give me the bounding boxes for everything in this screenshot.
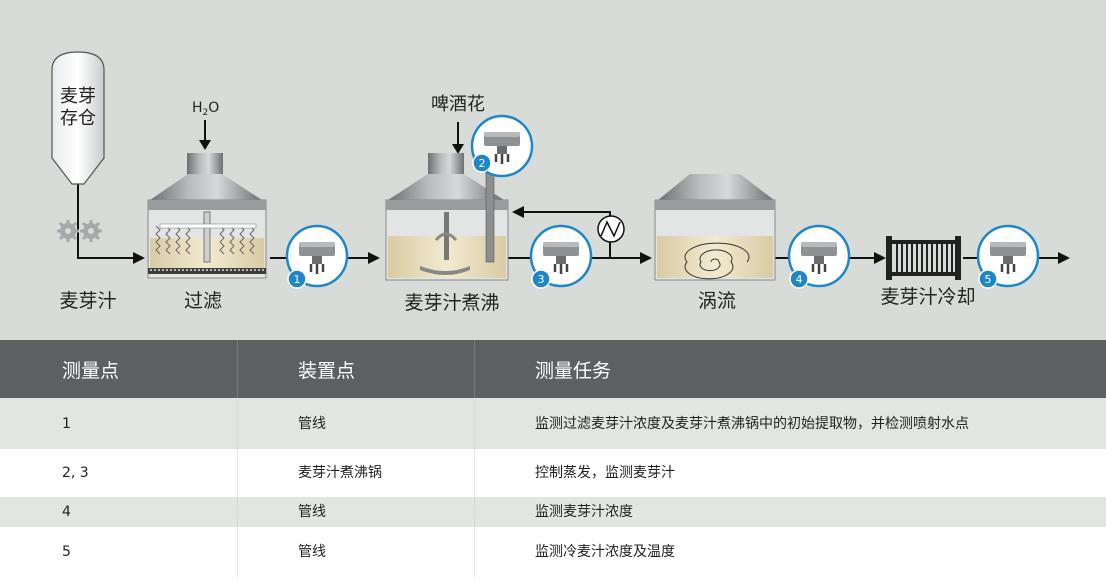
- row-task: 控制蒸发，监测麦芽汁: [474, 449, 1106, 497]
- whirlpool-label: 涡流: [698, 290, 736, 312]
- malt-silo: [51, 51, 105, 185]
- header-measurement-task: 测量任务: [474, 340, 1106, 398]
- row-point: 4: [62, 504, 71, 520]
- lauter-tun-vessel: [147, 153, 267, 279]
- wort-cooler: [886, 236, 961, 280]
- sensor-1: 1: [285, 224, 349, 289]
- sensor-3: 3: [529, 224, 593, 289]
- cooling-label: 麦芽汁冷却: [880, 286, 975, 308]
- filtration-label: 过滤: [184, 290, 222, 312]
- row-point: 1: [62, 415, 71, 432]
- row-location: 管线: [237, 398, 474, 449]
- sensor-4-number: 4: [796, 273, 803, 286]
- row-task: 监测冷麦汁浓度及温度: [474, 527, 1106, 577]
- whirlpool-vessel: [654, 174, 776, 281]
- row-location: 管线: [237, 527, 474, 577]
- sensor-2-badge: [472, 153, 492, 173]
- row-task: 监测麦芽汁浓度: [474, 497, 1106, 527]
- table-row: 2, 3 麦芽汁煮沸锅 控制蒸发，监测麦芽汁: [0, 449, 1106, 497]
- sensor-5: 5: [976, 224, 1040, 289]
- brewing-process-diagram: 麦芽 存仓 H2O: [0, 0, 1106, 340]
- sensor-4: 4: [787, 224, 851, 289]
- row-point: 5: [62, 544, 71, 560]
- malt-silo-label-line2: 存仓: [60, 108, 96, 129]
- table-row: 4 管线 监测麦芽汁浓度: [0, 497, 1106, 527]
- mill-gear-icon: [57, 220, 102, 242]
- sensor-4-badge: [789, 269, 809, 289]
- sensor-1-number: 1: [294, 273, 301, 286]
- malt-silo-label-line1: 麦芽: [60, 86, 96, 107]
- table-header-row: 测量点 装置点 测量任务: [0, 340, 1106, 398]
- sensor-3-badge: [531, 269, 551, 289]
- sensor-3-number: 3: [538, 273, 545, 286]
- sensor-2-number: 2: [479, 157, 486, 170]
- row-point: 2, 3: [62, 465, 89, 481]
- wort-kettle-vessel: [385, 153, 509, 281]
- sensor-5-badge: [978, 269, 998, 289]
- flow-arrowheads: [133, 140, 1070, 264]
- sensor-2: 2: [470, 114, 534, 178]
- measurement-table: 测量点 装置点 测量任务 1 管线 监测过滤麦芽汁浓度及麦芽汁煮沸锅中的初始提取…: [0, 340, 1106, 577]
- row-task: 监测过滤麦芽汁浓度及麦芽汁煮沸锅中的初始提取物，并检测喷射水点: [474, 398, 1106, 449]
- hops-label: 啤酒花: [431, 94, 485, 115]
- table-row: 1 管线 监测过滤麦芽汁浓度及麦芽汁煮沸锅中的初始提取物，并检测喷射水点: [0, 398, 1106, 449]
- heat-exchanger-icon: [597, 215, 625, 243]
- header-installation-point: 装置点: [237, 340, 474, 398]
- row-location: 麦芽汁煮沸锅: [237, 449, 474, 497]
- wort-label: 麦芽汁: [59, 290, 116, 312]
- table-row: 5 管线 监测冷麦汁浓度及温度: [0, 527, 1106, 577]
- sensor-1-badge: [287, 269, 307, 289]
- boiling-label: 麦芽汁煮沸: [404, 292, 499, 314]
- water-label: H2O: [192, 100, 219, 118]
- sensor-5-number: 5: [985, 273, 992, 286]
- row-location: 管线: [237, 497, 474, 527]
- header-measurement-point: 测量点: [62, 359, 120, 382]
